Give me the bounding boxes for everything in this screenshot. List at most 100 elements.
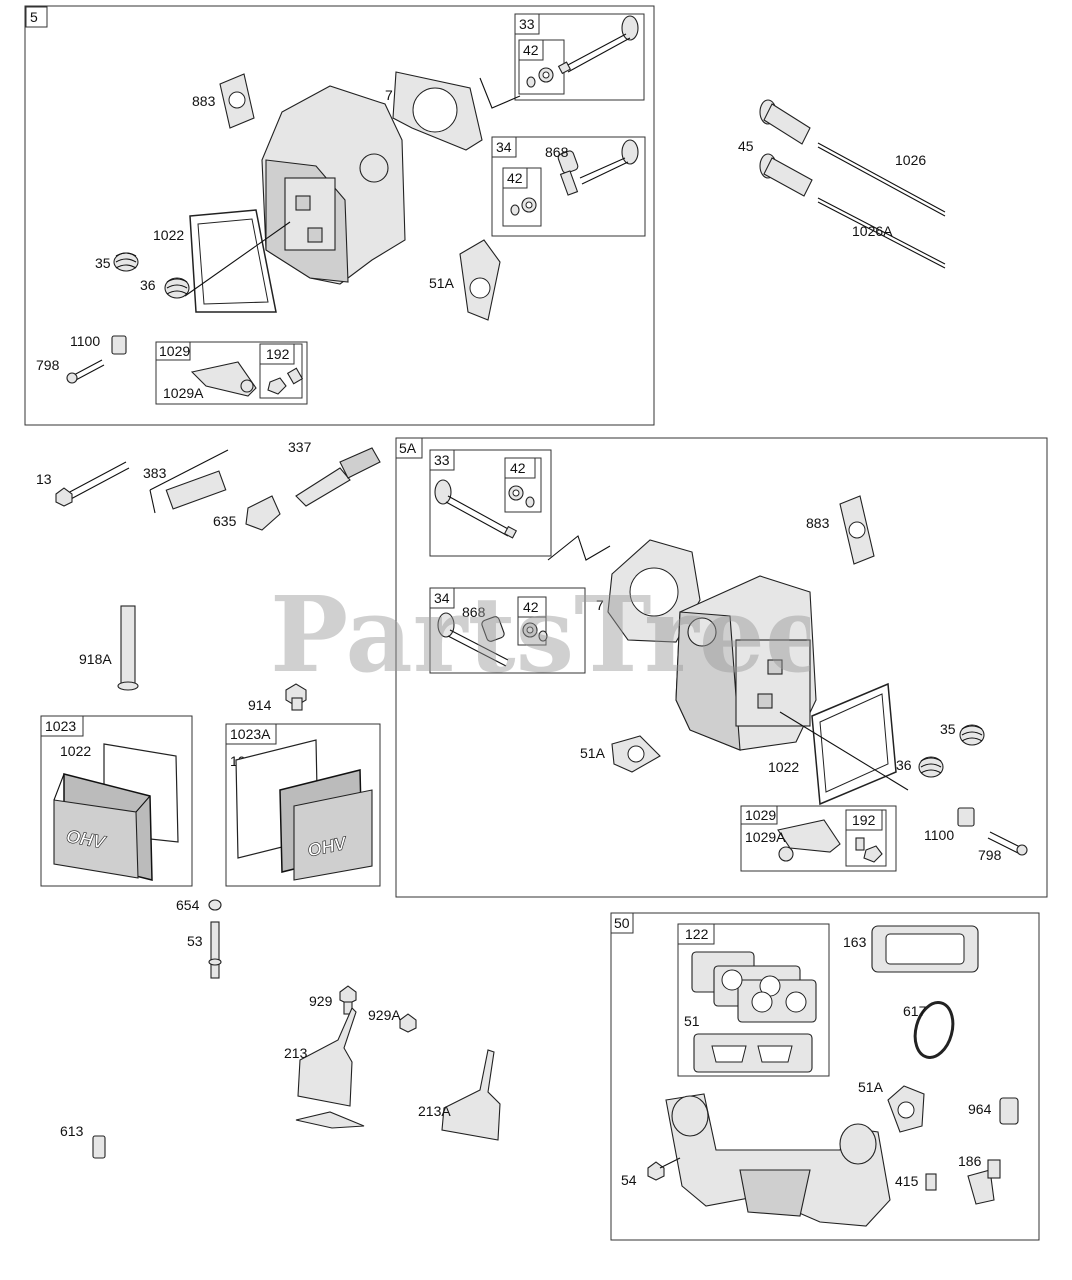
valve-part-33b[interactable] [434, 479, 518, 539]
group-192b-label: 192 [852, 812, 876, 828]
label-617: 617 [903, 1003, 927, 1019]
gasket-51Ab[interactable] [611, 735, 661, 773]
stud-53[interactable] [208, 921, 222, 979]
bracket-213[interactable] [295, 1007, 365, 1129]
group-1029a-frame [155, 341, 308, 405]
valve-cover-1023A[interactable]: OHV [235, 739, 373, 881]
group-1029b-frame [740, 805, 897, 872]
nut-192b[interactable] [855, 837, 883, 863]
bolt-929A[interactable] [399, 1013, 417, 1033]
label-883a: 883 [192, 93, 216, 109]
group-122-frame [677, 923, 830, 1077]
valve-cover-1023[interactable]: OHV [53, 743, 179, 881]
valve-part-33a[interactable] [557, 15, 639, 75]
valve-part-34b[interactable] [437, 612, 509, 667]
rocker-arm-1029Ab[interactable] [777, 819, 841, 862]
label-918A: 918A [79, 651, 112, 667]
part-1100a[interactable] [111, 335, 127, 355]
cylinder-head-5A[interactable] [675, 575, 817, 751]
label-929A: 929A [368, 1007, 401, 1023]
ring-617[interactable] [909, 998, 958, 1061]
part-635[interactable] [245, 495, 281, 531]
valve-cover-gasket-1022d[interactable] [779, 682, 909, 806]
retainer-part-42b[interactable] [510, 197, 537, 216]
head-gasket-7b[interactable] [547, 535, 701, 643]
group-1029b-label: 1029 [745, 807, 776, 823]
bolt-914[interactable] [285, 683, 307, 711]
spring-35b[interactable] [959, 724, 985, 746]
label-213A: 213A [418, 1103, 451, 1119]
retainer-part-42a[interactable] [526, 67, 554, 88]
tube-918A[interactable] [117, 605, 139, 691]
gasket-883a[interactable] [219, 73, 255, 129]
bolt-13[interactable] [55, 461, 130, 507]
rocker-arm-1029Aa[interactable] [190, 361, 257, 397]
label-13: 13 [36, 471, 52, 487]
bolt-54[interactable] [647, 1157, 681, 1181]
nut-654[interactable] [208, 899, 222, 911]
label-35b: 35 [940, 721, 956, 737]
intake-manifold[interactable] [665, 1093, 891, 1227]
retainer-part-42c[interactable] [508, 485, 535, 508]
pushrod-1026A[interactable] [817, 197, 946, 269]
nut-192a[interactable] [267, 367, 304, 395]
ohv-logo-text-2: OHV [306, 833, 350, 861]
label-1022b: 1022 [60, 743, 91, 759]
part-383[interactable] [149, 449, 229, 514]
group-1023A-frame [225, 723, 381, 887]
sleeve-964[interactable] [999, 1097, 1019, 1125]
group-122-label: 122 [685, 926, 709, 942]
part-1100b[interactable] [957, 807, 975, 827]
group-50-label: 50 [614, 915, 630, 931]
group-34b-frame [429, 587, 586, 674]
label-415: 415 [895, 1173, 919, 1189]
group-42b-label: 42 [507, 170, 523, 186]
group-33a-label: 33 [519, 16, 535, 32]
gasket-51Aa[interactable] [459, 239, 501, 321]
label-337: 337 [288, 439, 312, 455]
spring-36b[interactable] [918, 756, 944, 778]
valve-part-34a[interactable] [557, 139, 639, 196]
retainer-part-42d[interactable] [522, 622, 548, 642]
group-33b-label: 33 [434, 452, 450, 468]
group-1023A-label: 1023A [230, 726, 271, 742]
bolt-613[interactable] [92, 1135, 106, 1159]
label-798a: 798 [36, 357, 60, 373]
label-914: 914 [248, 697, 272, 713]
spring-35a[interactable] [113, 252, 139, 272]
valve-cover-gasket-1022a[interactable] [184, 209, 291, 313]
label-798b: 798 [978, 847, 1002, 863]
label-868a: 868 [545, 144, 569, 160]
label-929: 929 [309, 993, 333, 1009]
spring-36a[interactable] [164, 277, 190, 299]
gasket-51Ac[interactable] [887, 1085, 925, 1133]
bolt-798b[interactable] [987, 831, 1028, 856]
group-5-frame [24, 5, 655, 426]
cylinder-head-5[interactable] [261, 85, 406, 285]
pushrod-1026[interactable] [817, 142, 946, 217]
spark-plug-337[interactable] [295, 447, 381, 507]
label-1029Aa: 1029A [163, 385, 204, 401]
group-50-frame [610, 912, 1040, 1241]
label-383: 383 [143, 465, 167, 481]
group-1023-label: 1023 [45, 718, 76, 734]
label-7b: 7 [596, 597, 604, 613]
label-36a: 36 [140, 277, 156, 293]
fitting-186[interactable] [967, 1159, 1001, 1205]
gasket-883b[interactable] [839, 495, 875, 565]
gasket-set-51[interactable] [691, 951, 817, 1073]
gasket-163[interactable] [871, 925, 979, 973]
label-53: 53 [187, 933, 203, 949]
bolt-798a[interactable] [66, 359, 105, 384]
label-1100b: 1100 [924, 827, 954, 843]
head-gasket-7a[interactable] [392, 71, 521, 151]
label-1029Ab: 1029A [745, 829, 786, 845]
label-54: 54 [621, 1172, 637, 1188]
group-33b-frame [429, 449, 552, 557]
group-42c-label: 42 [510, 460, 526, 476]
group-1029a-label: 1029 [159, 343, 190, 359]
bracket-213A[interactable] [441, 1049, 501, 1141]
valve-45[interactable] [759, 99, 813, 197]
part-415[interactable] [925, 1173, 937, 1191]
